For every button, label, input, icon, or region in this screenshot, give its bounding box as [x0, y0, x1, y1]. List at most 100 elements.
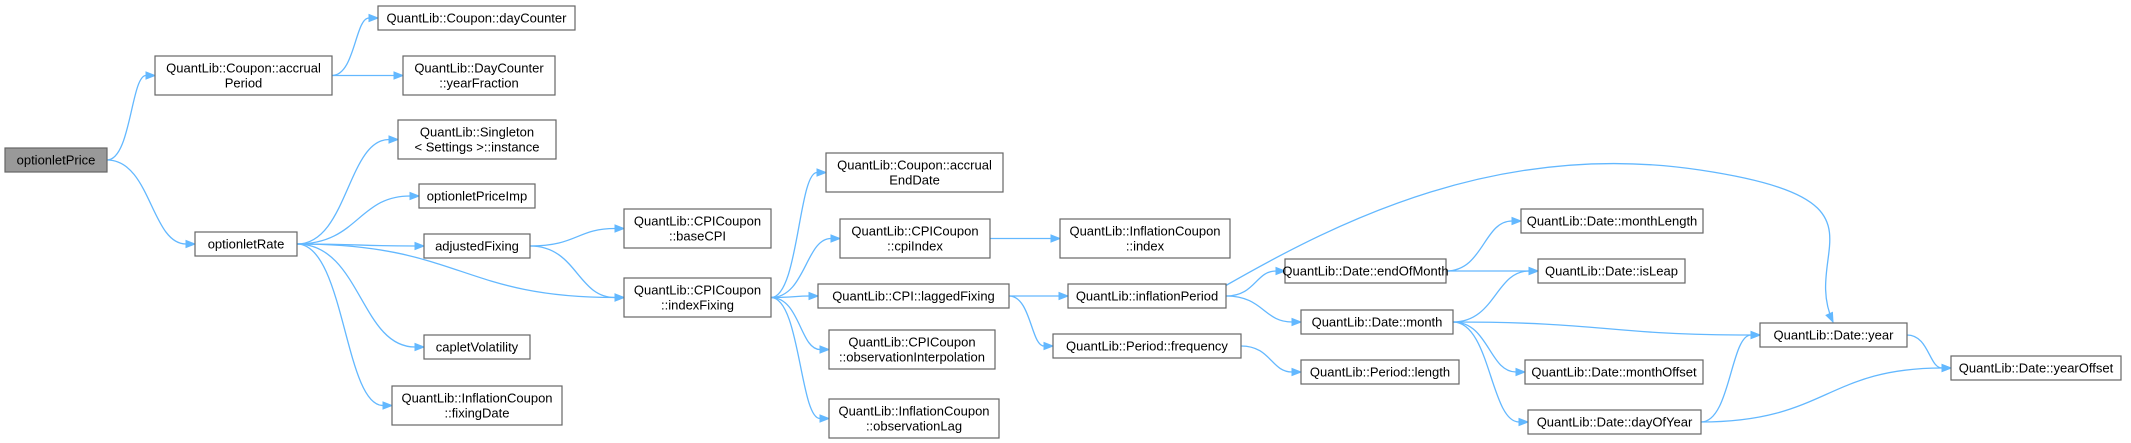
edge-line — [770, 296, 821, 351]
node-optionlet-price[interactable]: optionletPrice — [4, 147, 108, 173]
node-box — [1527, 409, 1702, 435]
node-label: optionletPrice — [17, 153, 96, 168]
node-year-offset[interactable]: QuantLib::Date::yearOffset — [1950, 355, 2122, 381]
edge-line — [1700, 334, 1752, 423]
node-month-length[interactable]: QuantLib::Date::monthLength — [1520, 208, 1704, 234]
node-label: QuantLib::CPICoupon — [634, 283, 761, 298]
node-label: QuantLib::inflationPeriod — [1076, 289, 1218, 304]
edge-inflation-period-to-month — [1225, 295, 1303, 327]
edge-line — [296, 195, 411, 245]
node-label: QuantLib::Date::monthOffset — [1531, 365, 1697, 380]
node-cpi-index[interactable]: QuantLib::CPICoupon::cpiIndex — [839, 218, 991, 259]
node-base-cpi[interactable]: QuantLib::CPICoupon::baseCPI — [623, 208, 772, 249]
node-box — [418, 183, 536, 209]
edge-arrowhead — [1511, 216, 1523, 226]
edge-optionlet-rate-to-optionlet-price-imp — [296, 191, 421, 245]
node-label: QuantLib::Period::frequency — [1066, 339, 1228, 354]
node-box — [828, 398, 1000, 439]
edge-arrowhead — [414, 241, 426, 251]
edge-arrowhead — [1941, 363, 1953, 373]
node-label: QuantLib::InflationCoupon — [1069, 224, 1220, 239]
node-optionlet-rate[interactable]: optionletRate — [194, 231, 298, 257]
edge-line — [1452, 270, 1530, 323]
edge-optionlet-rate-to-caplet-volatility — [296, 243, 426, 352]
edge-arrowhead — [1750, 330, 1762, 340]
node-inflation-period[interactable]: QuantLib::inflationPeriod — [1067, 283, 1227, 309]
node-day-of-year[interactable]: QuantLib::Date::dayOfYear — [1527, 409, 1702, 435]
edge-arrowhead — [382, 401, 394, 410]
edge-line — [770, 296, 821, 420]
edge-arrowhead — [414, 342, 426, 352]
node-year-fraction[interactable]: QuantLib::DayCounter::yearFraction — [402, 55, 556, 96]
node-label: ::observationLag — [866, 419, 962, 434]
edge-accrual-period-to-year-fraction — [332, 71, 405, 80]
node-inflation-coupon-index[interactable]: QuantLib::InflationCoupon::index — [1059, 218, 1231, 259]
edge-arrowhead — [1050, 234, 1062, 243]
node-period-length[interactable]: QuantLib::Period::length — [1300, 359, 1460, 385]
node-box — [839, 218, 991, 259]
edge-line — [106, 74, 147, 161]
edge-line — [296, 243, 384, 407]
node-label: QuantLib::DayCounter — [414, 61, 544, 76]
node-singleton[interactable]: QuantLib::Singleton< Settings >::instanc… — [397, 119, 557, 160]
edge-line — [106, 159, 187, 245]
edge-arrowhead — [145, 71, 157, 80]
node-label: ::index — [1126, 239, 1165, 254]
edge-line — [1452, 321, 1752, 336]
node-label: QuantLib::Date::monthLength — [1527, 214, 1698, 229]
node-box — [154, 55, 333, 96]
nodes-layer: optionletPriceQuantLib::Coupon::accrualP… — [4, 5, 2122, 439]
edge-optionlet-price-to-accrual-period — [106, 71, 157, 161]
node-label: Period — [225, 76, 263, 91]
node-month-offset[interactable]: QuantLib::Date::monthOffset — [1524, 359, 1704, 385]
node-label: optionletRate — [208, 237, 285, 252]
edge-arrowhead — [1518, 417, 1530, 427]
edge-day-of-year-to-year-offset — [1700, 363, 1953, 423]
node-year[interactable]: QuantLib::Date::year — [1759, 322, 1908, 348]
node-end-of-month[interactable]: QuantLib::Date::endOfMonth — [1282, 258, 1449, 284]
node-label: QuantLib::Period::length — [1310, 365, 1450, 380]
node-box — [623, 208, 772, 249]
node-label: QuantLib::Date::isLeap — [1545, 264, 1678, 279]
node-optionlet-price-imp[interactable]: optionletPriceImp — [418, 183, 536, 209]
edge-arrowhead — [185, 239, 197, 249]
node-label: ::indexFixing — [661, 298, 734, 313]
edge-arrowhead — [393, 71, 405, 80]
edge-line — [1008, 295, 1045, 347]
node-label: capletVolatility — [436, 340, 519, 355]
node-box — [828, 329, 996, 370]
edge-line — [296, 243, 616, 299]
node-adjusted-fixing[interactable]: adjustedFixing — [423, 233, 531, 259]
node-observation-interpolation[interactable]: QuantLib::CPICoupon::observationInterpol… — [828, 329, 996, 370]
edge-arrowhead — [1291, 367, 1303, 377]
node-observation-lag[interactable]: QuantLib::InflationCoupon::observationLa… — [828, 398, 1000, 439]
edge-end-of-month-to-month-length — [1445, 216, 1523, 272]
edge-inflation-period-to-year — [1224, 162, 1834, 324]
node-month[interactable]: QuantLib::Date::month — [1300, 309, 1454, 335]
node-caplet-volatility[interactable]: capletVolatility — [423, 334, 531, 360]
node-frequency[interactable]: QuantLib::Period::frequency — [1052, 333, 1242, 359]
node-box — [1520, 208, 1704, 234]
node-label: QuantLib::Coupon::accrual — [837, 158, 992, 173]
node-box — [1067, 283, 1227, 309]
node-label: ::observationInterpolation — [839, 350, 985, 365]
node-box — [825, 152, 1004, 193]
node-box — [1052, 333, 1242, 359]
node-index-fixing[interactable]: QuantLib::CPICoupon::indexFixing — [623, 277, 772, 318]
node-box — [377, 5, 576, 31]
node-is-leap[interactable]: QuantLib::Date::isLeap — [1537, 258, 1686, 284]
edge-line — [1224, 162, 1834, 323]
node-lagged-fixing[interactable]: QuantLib::CPI::laggedFixing — [817, 283, 1010, 309]
node-box — [397, 119, 557, 160]
node-day-counter[interactable]: QuantLib::Coupon::dayCounter — [377, 5, 576, 31]
edge-month-to-month-offset — [1452, 321, 1527, 377]
edge-line — [529, 227, 616, 247]
node-label: optionletPriceImp — [427, 189, 527, 204]
edge-arrowhead — [409, 191, 421, 201]
node-fixing-date[interactable]: QuantLib::InflationCoupon::fixingDate — [391, 385, 563, 426]
edge-frequency-to-period-length — [1240, 345, 1303, 377]
edge-arrowhead — [819, 345, 831, 354]
edge-arrowhead — [830, 234, 842, 243]
